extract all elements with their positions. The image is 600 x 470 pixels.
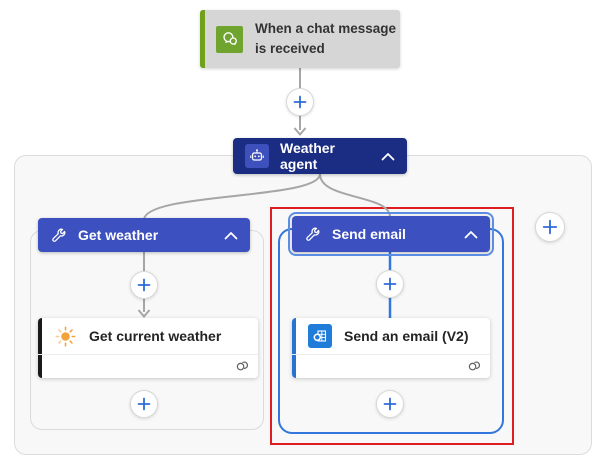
add-tool-button[interactable] [535,212,565,242]
plus-icon [137,278,151,292]
annotation-highlight-red [270,207,514,445]
chat-message-icon [216,25,243,53]
connection-icon[interactable] [467,358,482,378]
insert-step-after-trigger-button[interactable] [286,88,314,116]
plus-icon [542,219,558,235]
trigger-label: When a chat message is received [255,20,397,56]
plus-icon [383,397,397,411]
agent-card-weather-agent[interactable]: Weather agent [233,138,407,174]
action-label: Get current weather [89,328,222,344]
wrench-icon [304,226,321,243]
chevron-up-icon[interactable] [464,230,478,239]
tool-card-get-weather[interactable]: Get weather [38,218,250,252]
action-card-get-current-weather[interactable]: Get current weather [38,318,258,378]
agent-label: Weather agent [280,140,335,172]
add-action-get-weather-button[interactable] [130,390,158,418]
action-accent-bar [38,318,42,378]
outlook-icon [308,324,332,348]
action-card-send-an-email-v2[interactable]: Send an email (V2) [292,318,490,378]
chevron-up-icon[interactable] [381,152,395,161]
action-accent-bar [292,318,296,378]
card-footer [38,354,258,377]
chevron-up-icon[interactable] [224,231,238,240]
tool-header-label: Get weather [78,227,159,243]
agent-bot-icon [245,144,269,168]
plus-icon [293,95,307,109]
insert-step-get-weather-button[interactable] [130,271,158,299]
card-footer [292,354,490,377]
trigger-card[interactable]: When a chat message is received [200,10,400,68]
sun-icon [54,325,77,348]
tool-card-send-email[interactable]: Send email [288,212,494,256]
trigger-accent-bar [200,10,205,68]
insert-step-send-email-button[interactable] [376,270,404,298]
add-action-send-email-button[interactable] [376,390,404,418]
connection-icon[interactable] [235,358,250,378]
action-label: Send an email (V2) [344,328,469,344]
wrench-icon [50,227,67,244]
tool-header-label: Send email [332,226,406,242]
plus-icon [383,277,397,291]
plus-icon [137,397,151,411]
